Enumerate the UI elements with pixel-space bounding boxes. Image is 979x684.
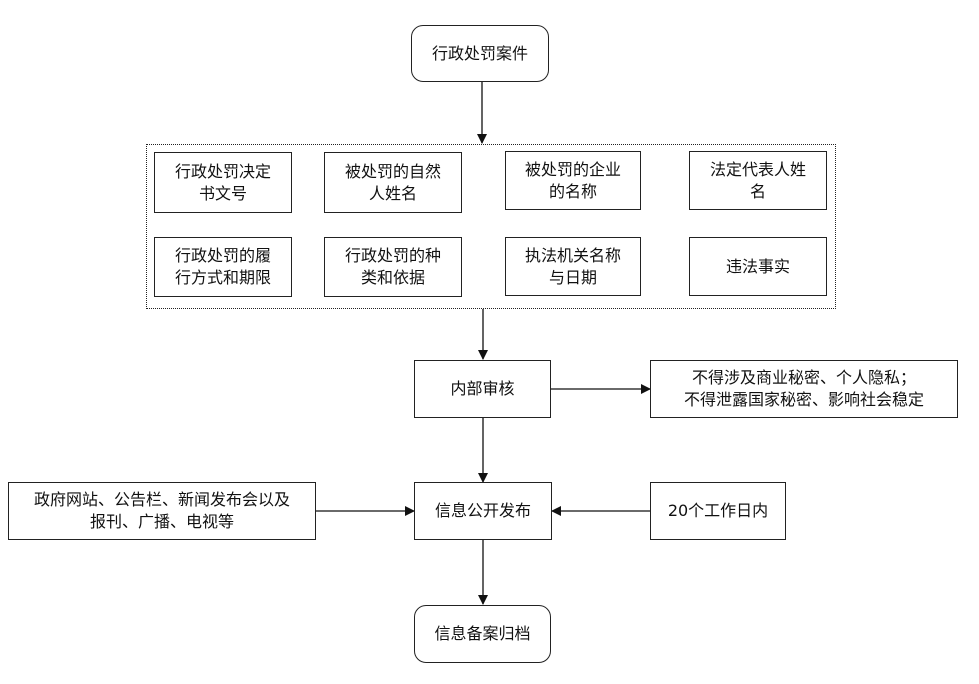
info-items-group — [146, 144, 836, 309]
node-channels: 政府网站、公告栏、新闻发布会以及 报刊、广播、电视等 — [8, 482, 316, 540]
node-publish: 信息公开发布 — [414, 482, 552, 540]
item-penalty-type: 行政处罚的种 类和依据 — [324, 237, 462, 297]
node-review-note: 不得涉及商业秘密、个人隐私； 不得泄露国家秘密、影响社会稳定 — [650, 360, 958, 418]
item-authority-date: 执法机关名称 与日期 — [505, 237, 641, 296]
item-legal-rep-name: 法定代表人姓 名 — [689, 151, 827, 210]
item-person-name: 被处罚的自然 人姓名 — [324, 152, 462, 213]
item-company-name: 被处罚的企业 的名称 — [505, 151, 641, 210]
node-case: 行政处罚案件 — [411, 25, 549, 82]
node-archive: 信息备案归档 — [414, 605, 551, 663]
node-deadline: 20个工作日内 — [650, 482, 786, 540]
item-execution-method: 行政处罚的履 行方式和期限 — [154, 237, 292, 297]
item-decision-number: 行政处罚决定 书文号 — [154, 152, 292, 213]
item-illegal-facts: 违法事实 — [689, 237, 827, 296]
node-internal-review: 内部审核 — [414, 360, 551, 418]
